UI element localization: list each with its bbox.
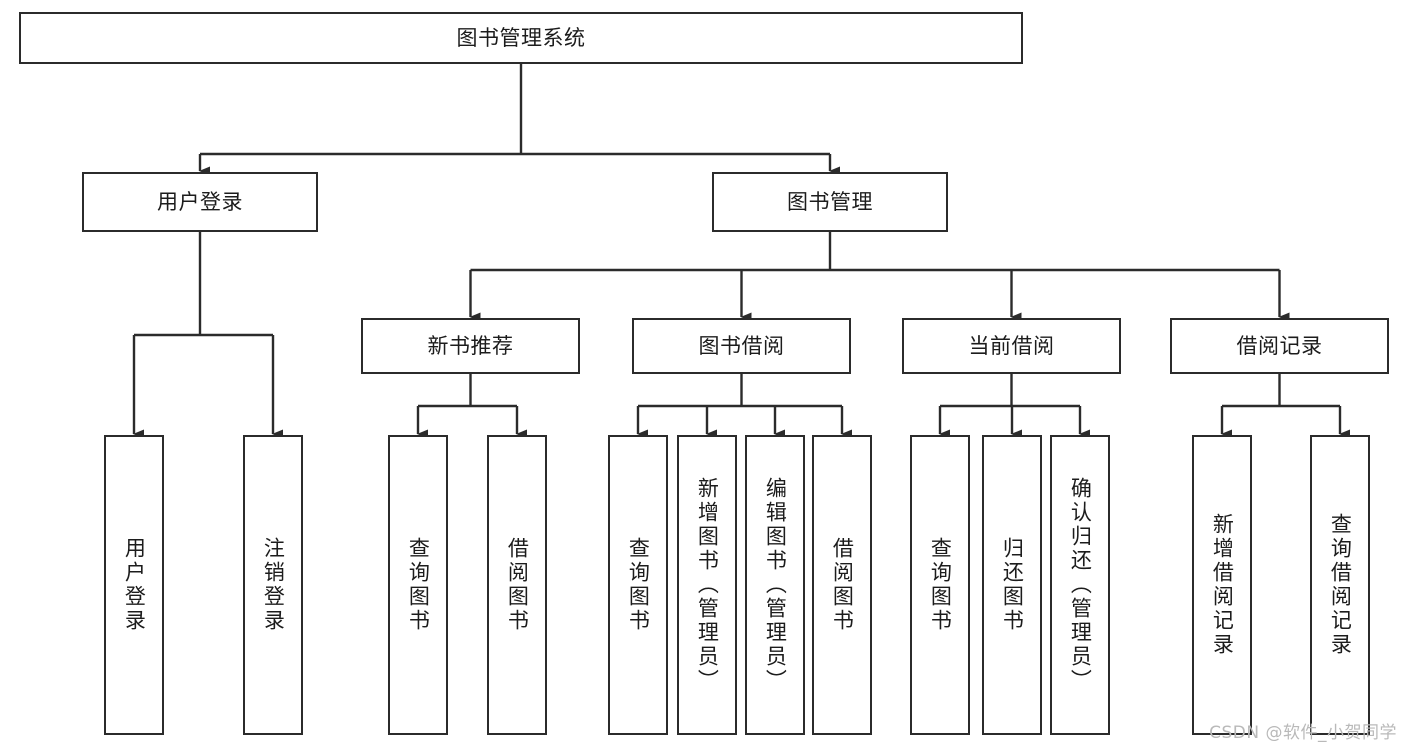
node-leaf-query-record-label: 查询借阅记录 — [1328, 513, 1353, 657]
node-leaf-query-book-a-label: 查询图书 — [406, 537, 431, 633]
node-borrow-record[interactable]: 借阅记录 — [1170, 318, 1389, 374]
node-current-borrow[interactable]: 当前借阅 — [902, 318, 1121, 374]
node-root-label: 图书管理系统 — [456, 25, 586, 50]
node-leaf-borrow-book-b[interactable]: 借阅图书 — [812, 435, 872, 735]
node-book-management-label: 图书管理 — [787, 189, 873, 214]
node-user-login[interactable]: 用户登录 — [82, 172, 318, 232]
node-leaf-query-record[interactable]: 查询借阅记录 — [1310, 435, 1370, 735]
node-leaf-edit-book-label: 编辑图书（管理员） — [763, 477, 788, 693]
node-leaf-confirm-return-label: 确认归还（管理员） — [1068, 477, 1093, 693]
node-new-book-recommend-label: 新书推荐 — [427, 333, 514, 358]
node-leaf-borrow-book-b-label: 借阅图书 — [830, 537, 855, 633]
node-leaf-confirm-return[interactable]: 确认归还（管理员） — [1050, 435, 1110, 735]
watermark: CSDN @软件_小贺同学 — [1209, 723, 1397, 743]
node-book-borrow-label: 图书借阅 — [698, 333, 785, 358]
node-leaf-add-book[interactable]: 新增图书（管理员） — [677, 435, 737, 735]
node-leaf-logout[interactable]: 注销登录 — [243, 435, 303, 735]
node-leaf-borrow-book-a[interactable]: 借阅图书 — [487, 435, 547, 735]
node-leaf-add-book-label: 新增图书（管理员） — [695, 477, 720, 693]
node-leaf-user-login-label: 用户登录 — [122, 537, 147, 633]
node-leaf-add-record-label: 新增借阅记录 — [1210, 513, 1235, 657]
node-current-borrow-label: 当前借阅 — [968, 333, 1055, 358]
node-leaf-borrow-book-a-label: 借阅图书 — [505, 537, 530, 633]
node-leaf-query-book-c-label: 查询图书 — [928, 537, 953, 633]
node-leaf-add-record[interactable]: 新增借阅记录 — [1192, 435, 1252, 735]
node-new-book-recommend[interactable]: 新书推荐 — [361, 318, 580, 374]
node-leaf-return-book-label: 归还图书 — [1000, 537, 1025, 633]
node-leaf-query-book-b[interactable]: 查询图书 — [608, 435, 668, 735]
node-leaf-edit-book[interactable]: 编辑图书（管理员） — [745, 435, 805, 735]
node-leaf-user-login[interactable]: 用户登录 — [104, 435, 164, 735]
node-book-management[interactable]: 图书管理 — [712, 172, 948, 232]
node-root[interactable]: 图书管理系统 — [19, 12, 1023, 64]
node-leaf-return-book[interactable]: 归还图书 — [982, 435, 1042, 735]
node-leaf-query-book-c[interactable]: 查询图书 — [910, 435, 970, 735]
node-user-login-label: 用户登录 — [157, 189, 243, 214]
node-leaf-logout-label: 注销登录 — [261, 537, 286, 633]
node-book-borrow[interactable]: 图书借阅 — [632, 318, 851, 374]
node-leaf-query-book-a[interactable]: 查询图书 — [388, 435, 448, 735]
node-leaf-query-book-b-label: 查询图书 — [626, 537, 651, 633]
node-borrow-record-label: 借阅记录 — [1236, 333, 1323, 358]
